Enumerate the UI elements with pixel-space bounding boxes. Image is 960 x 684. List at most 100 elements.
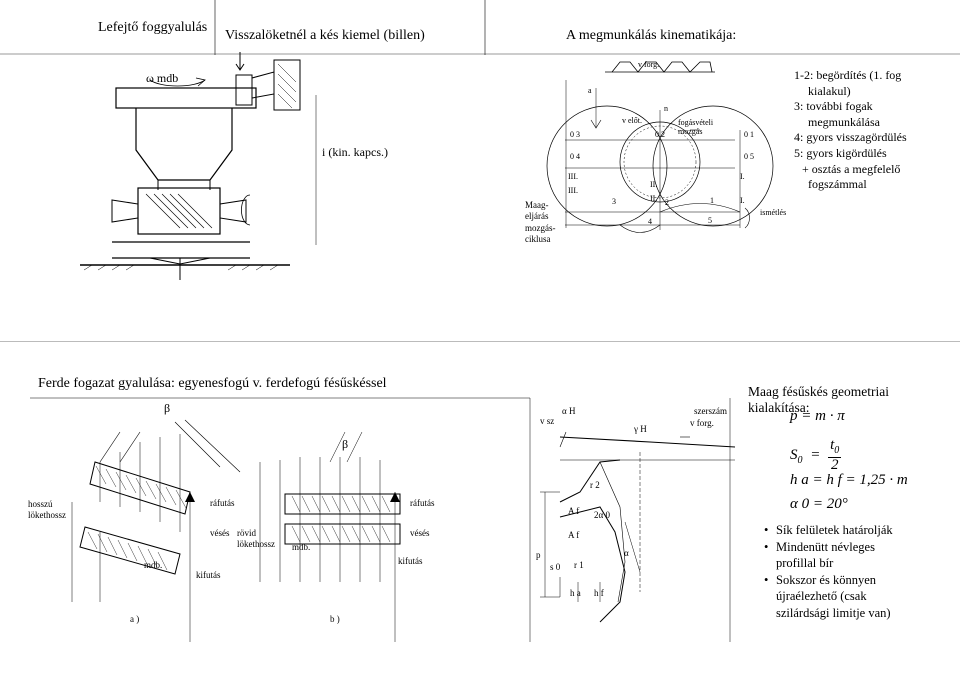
point-2: 2 xyxy=(665,198,669,207)
cycle-step: 3: további fogak xyxy=(794,99,873,114)
formula-alpha0: α 0 = 20° xyxy=(790,496,848,512)
point-4: 4 xyxy=(648,217,652,226)
point-iii-b: III. xyxy=(568,186,578,195)
alpha-h-label: α H xyxy=(562,406,576,416)
geometry-title-line: kialakítása: xyxy=(748,400,810,416)
hosszu-line: lökethossz xyxy=(28,509,66,520)
two-alpha-label: 2α 0 xyxy=(594,510,610,520)
cycle-label-line: eljárás xyxy=(525,211,549,222)
point-o1: 0 1 xyxy=(744,130,754,139)
p-label: p xyxy=(536,550,541,560)
formula-s0-s: S xyxy=(790,447,798,464)
slide2-title: Ferde fogazat gyalulása: egyenesfogú v. … xyxy=(38,376,387,391)
fogasveteli-line: fogásvételi xyxy=(678,118,714,127)
s0-label: s 0 xyxy=(550,562,561,572)
bullet-item: Sík felületek határolják xyxy=(764,522,952,539)
a-label: a xyxy=(588,86,592,95)
gamma-h-label: γ H xyxy=(634,424,647,434)
point-i-a: I. xyxy=(740,172,745,181)
hosszu-label: hosszú lökethossz xyxy=(28,499,66,521)
point-o4: 0 4 xyxy=(570,152,580,161)
bullet-item: Mindenütt névleges xyxy=(764,539,952,556)
beta-label-a: β xyxy=(164,401,171,415)
point-ii-b: II. xyxy=(650,194,658,203)
mdb-label-b: mdb. xyxy=(292,542,311,552)
cycle-steps: 1-2: begördítés (1. fog kialakul) 3: tov… xyxy=(794,68,954,193)
point-o5: 0 5 xyxy=(744,152,754,161)
r1-label: r 1 xyxy=(574,560,584,570)
fogasveteli-line: mozgás xyxy=(678,127,703,137)
geometry-title: Maag fésűskés geometriai kialakítása: xyxy=(748,384,889,416)
veses-label-a: vésés xyxy=(210,528,230,538)
mdb-label-a: mdb. xyxy=(144,560,163,570)
rovid-line: lökethossz xyxy=(237,538,275,549)
af-label-1: A f xyxy=(568,506,580,516)
formula-s0-t: t xyxy=(830,437,835,453)
cycle-label-line: mozgás- xyxy=(525,222,556,233)
v-elot-label: v előt. xyxy=(622,116,642,125)
cycle-step: megmunkálása xyxy=(808,114,880,129)
slide-separator xyxy=(0,341,960,342)
formula-s0-den: 2 xyxy=(830,456,839,473)
point-i-b: I. xyxy=(740,196,745,205)
hosszu-line: hosszú xyxy=(28,499,53,509)
slide-helical-gear: Ferde fogazat gyalulása: egyenesfogú v. … xyxy=(0,342,960,684)
point-ii-a: II. xyxy=(650,180,658,189)
formula-s0-sub: 0 xyxy=(797,455,803,467)
bullet-item: Sokszor és könnyen xyxy=(764,572,952,589)
cycle-step: 4: gyors visszagördülés xyxy=(794,130,907,145)
title-visszalok: Visszalöketnél a kés kiemel (billen) xyxy=(225,28,425,43)
formula-s0-t-sub: 0 xyxy=(834,445,840,456)
formula-p: p = m · π xyxy=(790,408,845,424)
ha-label: h a xyxy=(570,588,581,598)
rovid-label: rövid lökethossz xyxy=(237,528,275,550)
point-o2: 0 2 xyxy=(655,130,665,139)
point-5: 5 xyxy=(708,216,712,225)
slide-kinematics: Lefejtő foggyalulás Visszalöketnél a kés… xyxy=(0,0,960,280)
kifutas-label-b: kifutás xyxy=(398,556,423,566)
kin-kapcs-label: i (kin. kapcs.) xyxy=(322,145,388,159)
n-label: n xyxy=(664,104,668,113)
rafutas-label-a: ráfutás xyxy=(210,498,235,508)
point-3: 3 xyxy=(612,197,616,206)
formula-s0-eq: = xyxy=(810,447,821,464)
point-1: 1 xyxy=(710,196,714,205)
ismetles-label: ismétlés xyxy=(760,208,787,217)
title-kinematika: A megmunkálás kinematikája: xyxy=(566,28,737,43)
machine-kinematics-drawing xyxy=(0,0,960,280)
beta-label-b: β xyxy=(342,437,349,451)
point-o3: 0 3 xyxy=(570,130,580,139)
geometry-title-line: Maag fésűskés geometriai xyxy=(748,384,889,399)
helical-planing-drawing xyxy=(30,397,736,642)
cycle-label: Maag- eljárás mozgás- ciklusa xyxy=(525,200,556,245)
bullet-item: újraélezhető (csak xyxy=(776,589,867,603)
szerszam-label: szerszám xyxy=(694,406,727,416)
af-label-2: A f xyxy=(568,530,580,540)
kifutas-label-a: kifutás xyxy=(196,570,221,580)
cycle-label-line: Maag- xyxy=(525,200,549,210)
label-a: a ) xyxy=(130,614,140,624)
alpha-label: α xyxy=(624,548,629,558)
v-forg-label: v forg. xyxy=(638,60,660,69)
omega-mdb-label: ω mdb xyxy=(146,71,179,85)
rovid-line: rövid xyxy=(237,528,256,538)
cycle-label-line: ciklusa xyxy=(525,233,551,244)
r2-label: r 2 xyxy=(590,480,600,490)
cycle-step: + osztás a megfelelő xyxy=(802,161,901,176)
title-lefejto: Lefejtő foggyalulás xyxy=(98,20,208,35)
formula-s0: S0 = t0 2 xyxy=(790,437,842,473)
hf-label: h f xyxy=(594,588,604,598)
bullet-item: szilárdsági limitje van) xyxy=(776,605,891,620)
point-iii-a: III. xyxy=(568,172,578,181)
label-b: b ) xyxy=(330,614,340,624)
cycle-step: 5: gyors kigördülés xyxy=(794,145,887,160)
bullet-item: profillal bír xyxy=(776,556,834,570)
v-forg-label-2: v forg. xyxy=(690,418,714,428)
cycle-step: fogszámmal xyxy=(808,177,867,192)
cycle-step: 1-2: begördítés (1. fog xyxy=(794,68,902,82)
formula-ha-hf: h a = h f = 1,25 · m xyxy=(790,472,908,488)
fogasveteli-label: fogásvételi mozgás xyxy=(678,118,713,136)
veses-label-b: vésés xyxy=(410,528,430,538)
cycle-step: kialakul) xyxy=(808,83,851,98)
vsz-label: v sz xyxy=(540,416,555,426)
